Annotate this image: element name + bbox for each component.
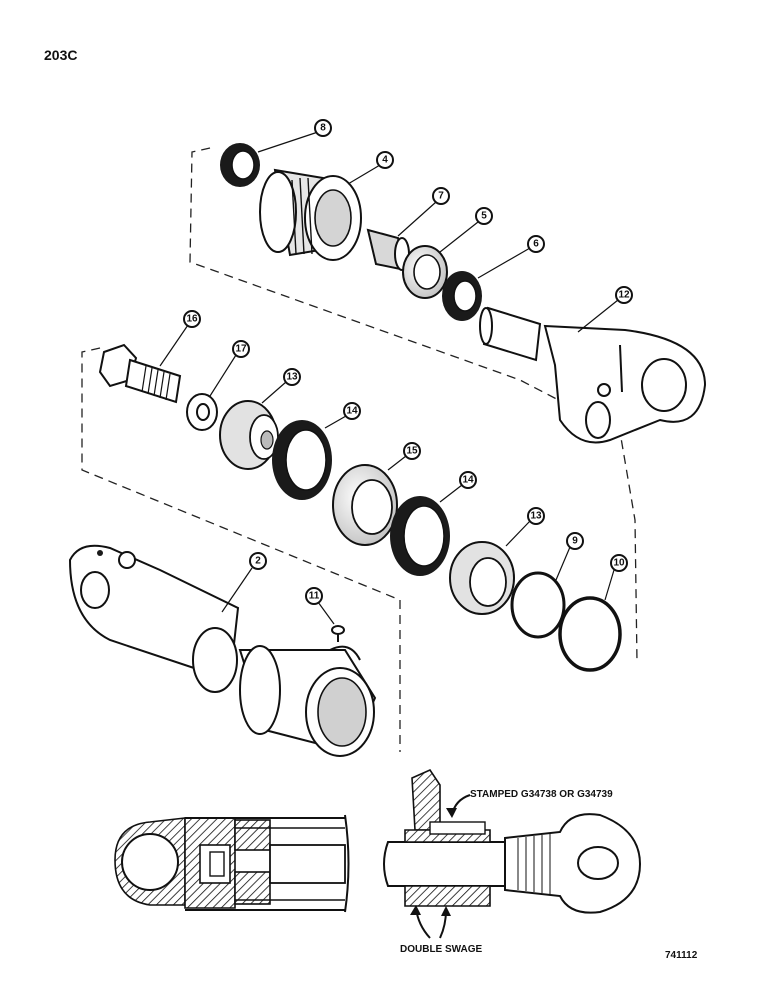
part-10-backup-ring [558,596,622,672]
double-swage-annotation: DOUBLE SWAGE [400,944,483,955]
svg-text:14: 14 [346,406,358,417]
svg-text:7: 7 [438,191,444,202]
callout-8: 8 [257,119,332,153]
callout-17: 17 [209,340,250,397]
svg-text:5: 5 [481,211,487,222]
callout-13-upper: 13 [261,368,301,404]
part-8-wiper-seal [220,143,260,187]
callout-2: 2 [221,552,267,613]
part-16-bolt [98,343,182,404]
svg-text:8: 8 [320,123,326,134]
part-13-piston-upper [219,400,279,470]
svg-text:4: 4 [382,155,388,166]
figure-number: 741112 [665,950,698,961]
svg-text:16: 16 [186,314,198,325]
svg-text:14: 14 [462,475,474,486]
callout-15: 15 [387,442,421,471]
svg-text:11: 11 [309,591,320,602]
part-2-cylinder-tube [68,544,377,757]
part-15-wear-ring [332,464,398,546]
callout-14-lower: 14 [439,471,477,503]
svg-text:2: 2 [255,556,261,567]
part-17-washer [186,393,218,431]
svg-text:6: 6 [533,239,539,250]
svg-text:13: 13 [530,511,542,522]
svg-text:12: 12 [618,290,630,301]
part-11-screw [331,625,345,642]
stamped-annotation: STAMPED G34738 OR G34739 [470,789,613,800]
part-5-ring [402,245,448,299]
part-7-bushing [366,228,410,272]
section-view-right [383,768,642,914]
part-4-gland [259,168,362,261]
callout-11: 11 [305,587,335,625]
callout-9: 9 [555,532,584,581]
callout-14-upper: 14 [324,402,361,429]
svg-text:17: 17 [235,344,247,355]
callout-5: 5 [439,207,493,253]
svg-text:10: 10 [613,558,625,569]
swage-arrows [410,905,451,939]
svg-text:15: 15 [406,446,418,457]
stamped-arrow [446,794,471,818]
callout-7: 7 [397,187,450,237]
callout-6: 6 [477,235,545,279]
section-view-left [114,814,350,913]
part-9-o-ring [510,571,566,639]
page-code: 203C [44,47,77,63]
part-14-seal-lower [390,496,450,576]
part-6-seal [442,271,482,321]
dashed-group-upper [189,147,638,663]
callout-13-lower: 13 [505,507,545,547]
svg-text:13: 13 [286,372,298,383]
part-14-seal-upper [272,420,332,500]
dashed-group-lower [81,347,401,752]
callout-10: 10 [604,554,628,601]
part-13-piston-lower [449,541,515,615]
svg-text:9: 9 [572,536,578,547]
callout-4: 4 [347,151,394,185]
part-12-rod [479,306,707,444]
callout-16: 16 [159,310,201,367]
callout-12: 12 [577,286,633,333]
